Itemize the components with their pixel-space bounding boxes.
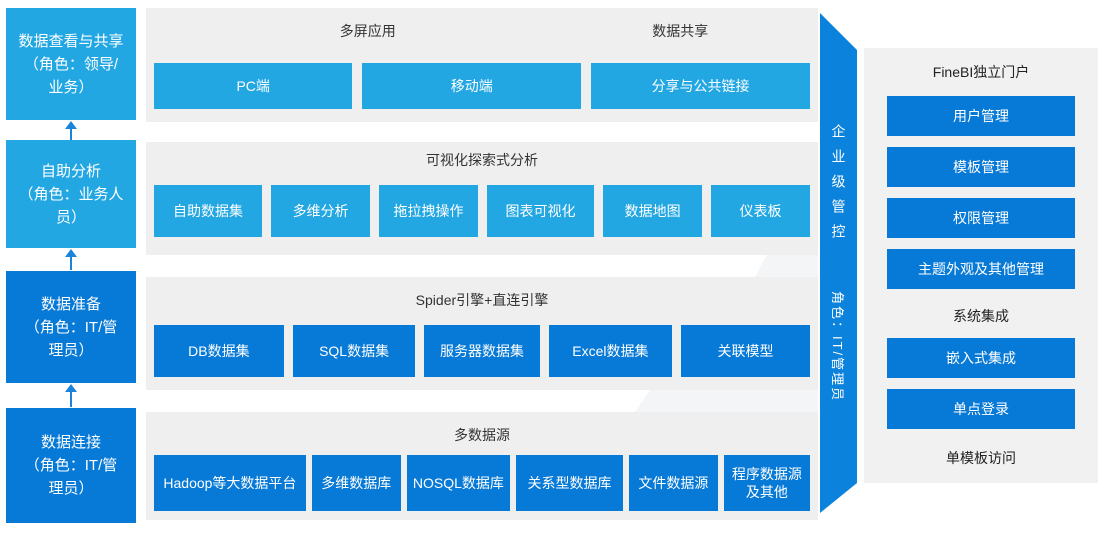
arrow-head-icon: [65, 384, 77, 392]
feature-box-server-dataset: 服务器数据集: [424, 325, 540, 377]
arrow-stem: [70, 392, 72, 407]
row-title-data-sharing: 数据共享: [652, 23, 709, 39]
row-spider-engine: Spider引擎+直连引擎 DB数据集 SQL数据集 服务器数据集 Excel数…: [146, 277, 818, 390]
feature-box-sql-dataset: SQL数据集: [292, 325, 416, 377]
row-title-multiscreen: 多屏应用: [339, 23, 396, 39]
row-title-visual-analysis: 可视化探索式分析: [426, 152, 538, 168]
portal-box-permission-management: 权限管理: [887, 198, 1075, 238]
row-header: Spider引擎+直连引擎: [146, 290, 818, 310]
enterprise-control-ribbon: 企业级管控 角色：IT/管理员: [820, 13, 857, 513]
row-boxes: 自助数据集 多维分析 拖拉拽操作 图表可视化 数据地图 仪表板: [146, 185, 818, 237]
feature-box-excel-dataset: Excel数据集: [548, 325, 673, 377]
row-header: 多屏应用 数据共享: [146, 21, 818, 41]
portal-title: FineBI独立门户: [932, 64, 1030, 80]
portal-label-system-integration: 系统集成: [953, 308, 1009, 324]
stage-data-connection: 数据连接 （角色：IT/管 理员）: [6, 408, 136, 523]
ribbon-title: 企业级管控: [830, 123, 847, 249]
feature-box-nosql-db: NOSQL数据库: [406, 455, 511, 511]
row-title-spider-engine: Spider引擎+直连引擎: [415, 292, 549, 308]
feature-box-db-dataset: DB数据集: [154, 325, 284, 377]
row-boxes: Hadoop等大数据平台 多维数据库 NOSQL数据库 关系型数据库 文件数据源…: [146, 455, 818, 511]
arrow-head-icon: [65, 249, 77, 257]
feature-box-program-source: 程序数据源 及其他: [723, 455, 810, 511]
up-arrow: [63, 384, 79, 407]
row-header: 可视化探索式分析: [146, 150, 818, 170]
portal-box-user-management: 用户管理: [887, 96, 1075, 136]
stage-data-preparation: 数据准备 （角色：IT/管 理员）: [6, 271, 136, 383]
feature-box-relational-db: 关系型数据库: [516, 455, 623, 511]
row-data-sources: 多数据源 Hadoop等大数据平台 多维数据库 NOSQL数据库 关系型数据库 …: [146, 412, 818, 520]
up-arrow: [63, 121, 79, 140]
arrow-stem: [70, 257, 72, 270]
row-header: 多数据源: [146, 425, 818, 445]
gap-accent: [635, 390, 818, 412]
ribbon-subtitle: 角色：IT/管理员: [830, 290, 845, 403]
portal-label-single-template-access: 单模板访问: [946, 450, 1016, 466]
feature-box-data-map: 数据地图: [603, 185, 703, 237]
stage-data-view-share: 数据查看与共享 （角色：领导/ 业务）: [6, 8, 136, 120]
row-boxes: PC端 移动端 分享与公共链接: [146, 63, 818, 109]
feature-box-multidim-db: 多维数据库: [311, 455, 401, 511]
portal-panel: FineBI独立门户 用户管理 模板管理 权限管理 主题外观及其他管理 系统集成…: [864, 48, 1098, 483]
row-title-data-sources: 多数据源: [454, 427, 510, 443]
feature-box-file-source: 文件数据源: [628, 455, 718, 511]
stage-self-analysis: 自助分析 （角色：业务人 员）: [6, 140, 136, 248]
row-visual-analysis: 可视化探索式分析 自助数据集 多维分析 拖拉拽操作 图表可视化 数据地图 仪表板: [146, 142, 818, 255]
feature-box-share-links: 分享与公共链接: [591, 63, 810, 109]
up-arrow: [63, 249, 79, 270]
portal-box-single-sign-on: 单点登录: [887, 389, 1075, 429]
feature-box-self-dataset: 自助数据集: [154, 185, 263, 237]
arrow-head-icon: [65, 121, 77, 129]
arrow-stem: [70, 129, 72, 140]
feature-box-drag-drop: 拖拉拽操作: [379, 185, 478, 237]
feature-box-hadoop: Hadoop等大数据平台: [154, 455, 306, 511]
gap-accent: [755, 255, 818, 277]
row-multiscreen-apps: 多屏应用 数据共享 PC端 移动端 分享与公共链接: [146, 8, 818, 122]
portal-box-embedded-integration: 嵌入式集成: [887, 338, 1075, 378]
feature-box-multidim-analysis: 多维分析: [271, 185, 371, 237]
portal-box-template-management: 模板管理: [887, 147, 1075, 187]
feature-box-relation-model: 关联模型: [681, 325, 810, 377]
row-boxes: DB数据集 SQL数据集 服务器数据集 Excel数据集 关联模型: [146, 325, 818, 377]
feature-box-dashboard: 仪表板: [711, 185, 810, 237]
portal-box-theme-management: 主题外观及其他管理: [887, 249, 1075, 289]
feature-box-pc: PC端: [154, 63, 353, 109]
feature-box-mobile: 移动端: [362, 63, 582, 109]
feature-box-chart-visualization: 图表可视化: [486, 185, 595, 237]
